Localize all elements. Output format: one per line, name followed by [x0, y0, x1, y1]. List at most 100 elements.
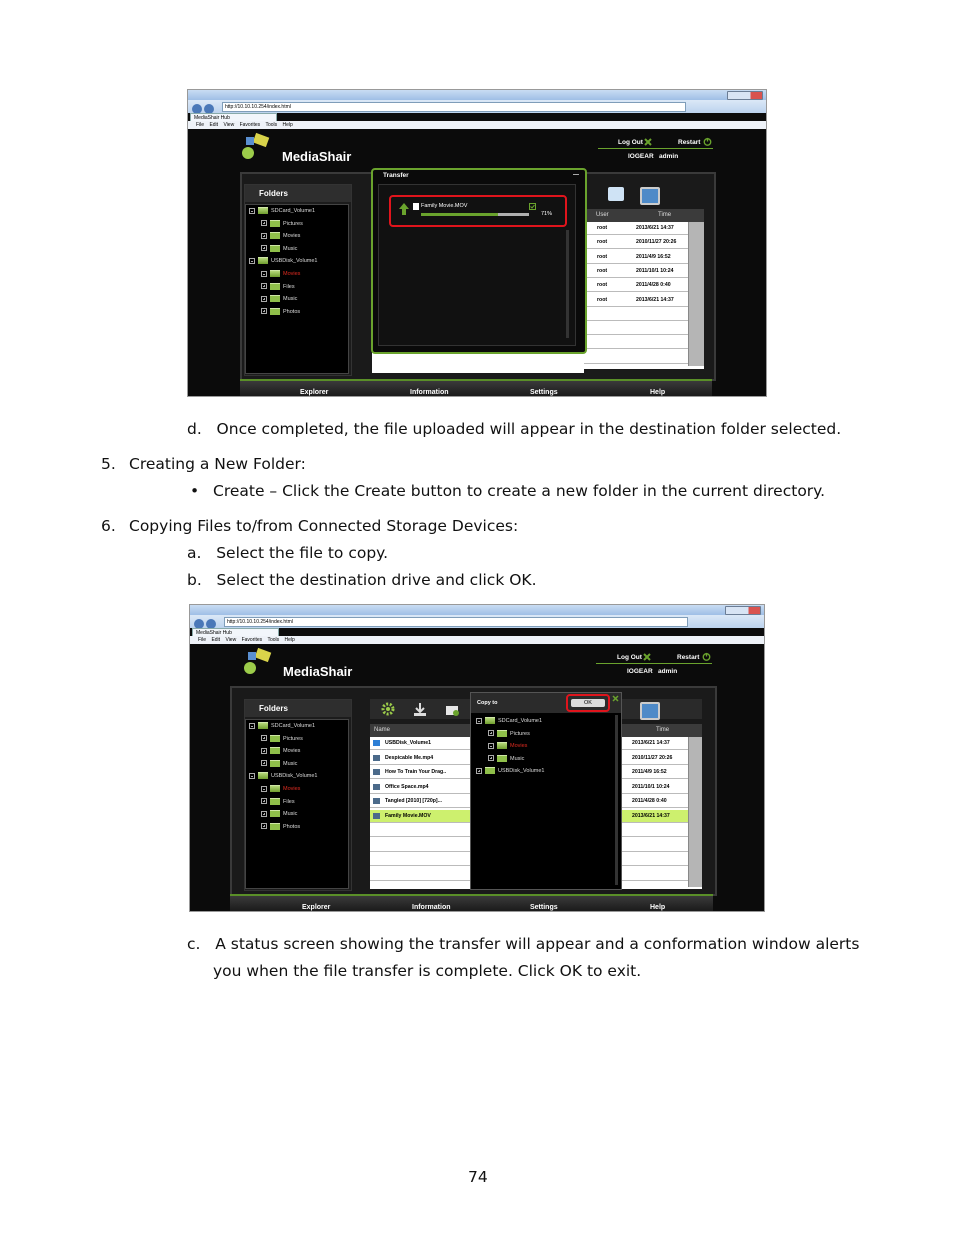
download-icon[interactable] [412, 701, 428, 717]
table-row[interactable] [584, 308, 688, 321]
tree-item[interactable]: Files [261, 797, 295, 806]
power-icon[interactable] [702, 652, 711, 661]
image-icon[interactable] [640, 702, 660, 720]
header-time[interactable]: Time [656, 727, 670, 733]
nav-settings[interactable]: Settings [530, 904, 558, 911]
expand-icon[interactable] [261, 760, 267, 767]
power-icon[interactable] [703, 137, 712, 146]
collapse-icon[interactable] [249, 722, 255, 729]
nav-explorer[interactable]: Explorer [300, 389, 329, 396]
tree-item[interactable]: SDCard_Volume1 [249, 722, 315, 730]
image-icon[interactable] [640, 187, 660, 205]
tree-item[interactable]: Music [261, 759, 297, 768]
window-controls[interactable] [725, 606, 761, 615]
restart-button[interactable]: Restart [678, 139, 701, 146]
expand-icon[interactable] [261, 245, 267, 252]
tree-item[interactable]: Music [261, 295, 297, 303]
expand-icon[interactable] [261, 798, 267, 805]
expand-icon[interactable] [261, 747, 267, 754]
expand-icon[interactable] [261, 295, 267, 302]
expand-icon[interactable] [261, 220, 267, 227]
table-row[interactable] [584, 336, 688, 350]
back-forward-icon[interactable] [194, 616, 220, 629]
tree-item[interactable]: Music [261, 810, 297, 818]
expand-icon[interactable] [261, 735, 267, 742]
expand-icon[interactable] [488, 730, 494, 737]
expand-icon[interactable] [261, 283, 267, 290]
scrollbar[interactable] [688, 222, 704, 366]
tree-item[interactable]: USBDisk_Volume1 [249, 257, 317, 265]
address-input[interactable]: http://10.10.10.254/index.html [222, 102, 686, 112]
tree-item[interactable]: Movies [261, 785, 300, 793]
minimize-icon[interactable] [573, 174, 579, 175]
nav-information[interactable]: Information [412, 904, 451, 911]
tree-item[interactable]: Music [261, 244, 297, 253]
nav-help[interactable]: Help [650, 904, 666, 911]
settings-gear-icon[interactable] [380, 701, 396, 717]
expand-icon[interactable] [261, 810, 267, 817]
nav-explorer[interactable]: Explorer [302, 904, 331, 911]
tree-item[interactable]: Pictures [261, 734, 303, 743]
collapse-icon[interactable] [249, 257, 255, 264]
tree-item[interactable]: Photos [261, 307, 300, 316]
scrollbar[interactable] [688, 737, 702, 887]
header-name[interactable]: Name [374, 727, 391, 733]
tree-item[interactable]: USBDisk_Volume1 [476, 767, 544, 775]
tree-item[interactable]: USBDisk_Volume1 [249, 772, 317, 780]
check-icon[interactable] [529, 203, 536, 210]
ok-button[interactable]: OK [571, 699, 605, 707]
tree-item[interactable]: Music [488, 754, 524, 763]
nav-information[interactable]: Information [410, 389, 449, 396]
tree-item[interactable]: Movies [261, 270, 300, 278]
collapse-icon[interactable] [261, 270, 267, 277]
back-forward-icon[interactable] [192, 101, 218, 114]
tree-item[interactable]: SDCard_Volume1 [476, 717, 542, 725]
tree-item[interactable]: Pictures [488, 729, 530, 738]
close-x-icon[interactable] [612, 695, 619, 702]
expand-icon[interactable] [261, 823, 267, 830]
bottom-nav [230, 894, 713, 911]
collapse-icon[interactable] [488, 742, 494, 749]
logout-x-icon[interactable] [643, 653, 651, 661]
transfer-scrollbar[interactable] [566, 230, 569, 338]
logout-button[interactable]: Log Out [617, 654, 642, 661]
restart-button[interactable]: Restart [677, 654, 700, 661]
logout-x-icon[interactable] [644, 138, 652, 146]
tree-item[interactable]: Pictures [261, 219, 303, 228]
nav-settings[interactable]: Settings [530, 389, 558, 396]
table-row[interactable] [584, 351, 688, 364]
logout-button[interactable]: Log Out [618, 139, 643, 146]
window-controls[interactable] [727, 91, 763, 100]
browser-menu[interactable]: File Edit View Favorites Tools Help [188, 121, 766, 129]
expand-icon[interactable] [261, 232, 267, 239]
collapse-icon[interactable] [261, 785, 267, 792]
collapse-icon[interactable] [476, 717, 482, 724]
upload-file-icon[interactable] [608, 187, 624, 201]
collapse-icon[interactable] [249, 772, 255, 779]
new-folder-icon[interactable] [444, 701, 460, 717]
expand-icon[interactable] [261, 308, 267, 315]
expand-icon[interactable] [488, 755, 494, 762]
header-user[interactable]: User [596, 212, 609, 218]
collapse-icon[interactable] [249, 207, 255, 214]
copy-to-scrollbar[interactable] [615, 715, 618, 885]
tree-item[interactable]: SDCard_Volume1 [249, 207, 315, 215]
tree-item[interactable]: Photos [261, 822, 300, 831]
tree-item[interactable]: Movies [261, 747, 300, 755]
tree-item[interactable]: Movies [488, 742, 527, 750]
header-time[interactable]: Time [658, 212, 672, 218]
browser-menu[interactable]: File Edit View Favorites Tools Help [190, 636, 764, 644]
table-row[interactable] [584, 322, 688, 336]
expand-icon[interactable] [476, 767, 482, 774]
cell-name: USBDisk_Volume1 [385, 740, 432, 746]
address-input[interactable]: http://10.10.10.254/index.html [224, 617, 688, 627]
tree-item[interactable]: Files [261, 282, 295, 291]
nav-help[interactable]: Help [650, 389, 666, 396]
tree-item[interactable]: Movies [261, 232, 300, 240]
